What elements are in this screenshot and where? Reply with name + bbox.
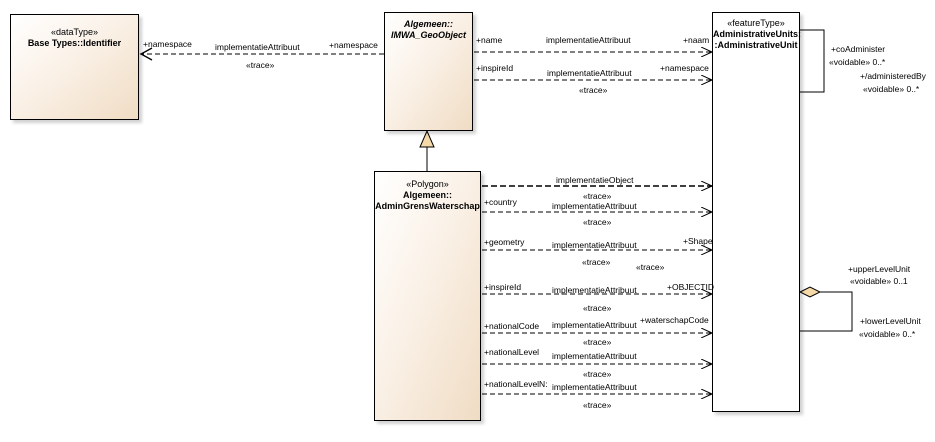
adminunit-name-line2: :AdministrativeUnit xyxy=(714,40,798,50)
namespace-link-label: implementatieAttribuut xyxy=(215,42,300,52)
adminunit-class-box[interactable]: «featureType» AdministrativeUnits: :Admi… xyxy=(712,12,802,412)
generalization-triangle xyxy=(419,129,435,148)
coadminister-multiplicity: «voidable» 0..* xyxy=(829,57,886,67)
nationalcode-trace: «trace» xyxy=(583,337,612,347)
nationalcode-target-role: +waterschapCode xyxy=(640,315,709,325)
nationallevel-source-role: +nationalLevel xyxy=(484,347,540,357)
administeredby-multiplicity: «voidable» 0..* xyxy=(863,84,920,94)
upperlevelunit-multiplicity: «voidable» 0..1 xyxy=(850,276,908,286)
geoobject-name-line2: IMWA_GeoObject xyxy=(390,30,466,40)
nationalcode-source-role: +nationalCode xyxy=(484,321,540,331)
adminunit-stereotype: «featureType» xyxy=(727,18,785,28)
name-source-role: +name xyxy=(476,35,503,45)
geometry-source-role: +geometry xyxy=(484,237,525,247)
upperlevelunit-role: +upperLevelUnit xyxy=(848,264,911,274)
admingrens-name-line2: AdminGrensWaterschap xyxy=(375,201,480,211)
identifier-stereotype: «dataType» xyxy=(50,27,99,37)
nationallevelname-link-label: implementatieAttribuut xyxy=(552,382,637,392)
namespace-target-role: +namespace xyxy=(143,39,192,49)
country-trace: «trace» xyxy=(583,217,612,227)
admingrens-stereotype: «Polygon» xyxy=(406,179,449,189)
geometry-trace-secondary: «trace» xyxy=(636,262,665,272)
geometry-trace: «trace» xyxy=(582,257,611,267)
nationallevelname-trace: «trace» xyxy=(583,400,612,410)
coadminister-role: +coAdminister xyxy=(831,44,886,54)
name-target-role: +naam xyxy=(683,35,710,45)
lowerlevelunit-role: +lowerLevelUnit xyxy=(860,316,921,326)
nationallevel-trace: «trace» xyxy=(583,369,612,379)
coadminister-association-line[interactable] xyxy=(800,29,825,93)
admingrens-name-line1: Algemeen:: xyxy=(402,190,452,200)
levels-association-line[interactable] xyxy=(800,291,853,332)
country-link-label: implementatieAttribuut xyxy=(552,201,637,211)
inspireid-target-role: +namespace xyxy=(660,63,709,73)
namespace-source-role: +namespace xyxy=(329,40,378,50)
inspireid-trace: «trace» xyxy=(579,85,608,95)
object-trace: «trace» xyxy=(583,191,612,201)
geometry-target-role: +Shape xyxy=(683,236,713,246)
administeredby-role: +/administeredBy xyxy=(860,71,926,81)
country-source-role: +country xyxy=(484,197,517,207)
name-link-label: implementatieAttribuut xyxy=(546,35,631,45)
admingrens-class-box[interactable]: «Polygon» Algemeen:: AdminGrensWaterscha… xyxy=(374,171,481,421)
inspireid-source-role: +inspireId xyxy=(476,63,514,73)
aggregation-diamond xyxy=(798,286,822,298)
namespace-arrowhead xyxy=(139,47,153,61)
inspireid2-source-role: +inspireId xyxy=(484,282,522,292)
nationallevelname-source-role: +nationalLevelN: xyxy=(484,379,548,389)
nationalcode-link-label: implementatieAttribuut xyxy=(552,320,637,330)
namespace-trace: «trace» xyxy=(246,60,275,70)
adminunit-name-line1: AdministrativeUnits: xyxy=(713,29,802,39)
geoobject-name-line1: Algemeen:: xyxy=(403,19,453,29)
geoobject-class-box[interactable]: Algemeen:: IMWA_GeoObject xyxy=(384,12,473,131)
inspireid2-link-label: implementatieAttribuut xyxy=(552,285,637,295)
object-link-label: implementatieObject xyxy=(556,175,634,185)
nationallevel-link-label: implementatieAttribuut xyxy=(552,351,637,361)
inspireid2-trace: «trace» xyxy=(583,303,612,313)
geometry-link-label: implementatieAttribuut xyxy=(552,240,637,250)
identifier-class-box[interactable]: «dataType» Base Types::Identifier xyxy=(10,14,139,120)
lowerlevelunit-multiplicity: «voidable» 0..* xyxy=(859,329,916,339)
inspireid2-target-role: +OBJECTID xyxy=(667,282,714,292)
inspireid-link-label: implementatieAttribuut xyxy=(547,68,632,78)
identifier-class-name: Base Types::Identifier xyxy=(27,38,122,48)
